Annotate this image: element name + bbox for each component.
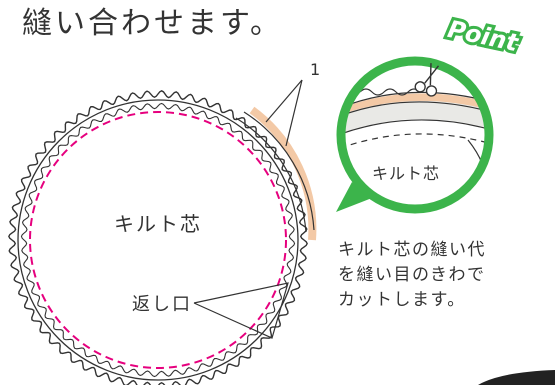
leader-line-1b xyxy=(285,79,303,147)
callout-line-3 xyxy=(341,119,489,139)
callout-wavy xyxy=(359,88,421,96)
instruction-note: キルト芯の縫い代 を縫い目のきわで カットします。 xyxy=(338,238,486,313)
layer-number-label: 1 xyxy=(310,60,321,79)
quilt-core-label: キルト芯 xyxy=(114,212,202,236)
point-quilt-core-label: キルト芯 xyxy=(372,164,441,183)
fabric-outline-layer-2 xyxy=(243,111,315,231)
callout-tail xyxy=(336,182,372,212)
opening-leader xyxy=(193,282,289,339)
leader-line-1a xyxy=(265,79,303,123)
opening-label: 返し口 xyxy=(132,294,192,315)
corner-bar xyxy=(478,370,555,385)
callout-stitch xyxy=(341,133,489,153)
page-heading: 縫い合わせます。 xyxy=(22,6,283,41)
point-badge: Point xyxy=(445,15,522,57)
note-line: カットします。 xyxy=(338,290,466,310)
fabric-outline-layer xyxy=(235,117,307,233)
callout-ring xyxy=(336,56,494,214)
note-line: を縫い目のきわで xyxy=(338,265,486,285)
quilt-core-wavy-edge-inner xyxy=(20,102,296,378)
stitch-line xyxy=(29,111,287,369)
note-line: キルト芯の縫い代 xyxy=(338,240,486,260)
fabric-outline xyxy=(17,99,299,381)
scissors-icon xyxy=(414,63,440,97)
quilt-core-wavy-edge xyxy=(8,90,308,385)
main-circle-assembly xyxy=(8,90,317,385)
